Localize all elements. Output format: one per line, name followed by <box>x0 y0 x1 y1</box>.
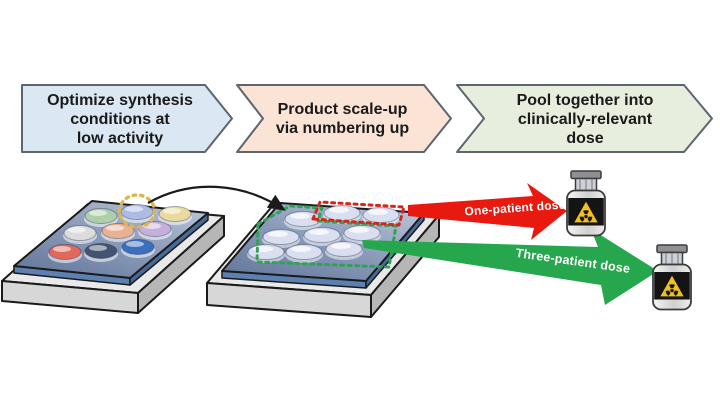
flow-step-pool <box>456 84 713 153</box>
three-patient-region <box>255 204 398 269</box>
three-patient-dose-arrow <box>362 229 658 305</box>
one-patient-region <box>311 200 406 227</box>
droplet <box>48 244 82 263</box>
droplet <box>343 225 381 244</box>
droplet <box>121 239 155 258</box>
radioactive-vial-icon <box>566 170 606 237</box>
droplet <box>303 227 341 246</box>
radiation-warning-icon <box>571 198 601 225</box>
droplet <box>63 225 97 244</box>
vial-cap <box>570 170 602 180</box>
droplet <box>362 207 400 226</box>
radioactive-vial-icon <box>652 244 692 311</box>
microplate-before <box>1 193 225 314</box>
droplet <box>262 229 300 248</box>
droplet <box>285 244 323 263</box>
droplet <box>247 244 285 263</box>
transfer-arrow <box>147 185 286 211</box>
vial-neck-ribs <box>579 179 593 190</box>
flow-step-scale-up <box>236 84 452 153</box>
droplet <box>120 204 154 223</box>
droplet <box>158 206 192 225</box>
droplet <box>101 223 135 242</box>
selected-droplet-ring <box>117 193 157 229</box>
microplate-after <box>206 200 440 318</box>
droplet <box>84 243 118 262</box>
droplet <box>284 211 322 230</box>
droplet <box>138 221 172 240</box>
one-patient-dose-arrow <box>408 183 567 240</box>
droplet <box>325 241 363 260</box>
plate-base-side <box>137 215 225 314</box>
flow-step-optimize <box>21 84 233 153</box>
droplet <box>84 208 118 227</box>
radiation-warning-icon <box>657 272 687 299</box>
vial-cap <box>656 244 688 254</box>
vial-neck-ribs <box>665 253 679 264</box>
